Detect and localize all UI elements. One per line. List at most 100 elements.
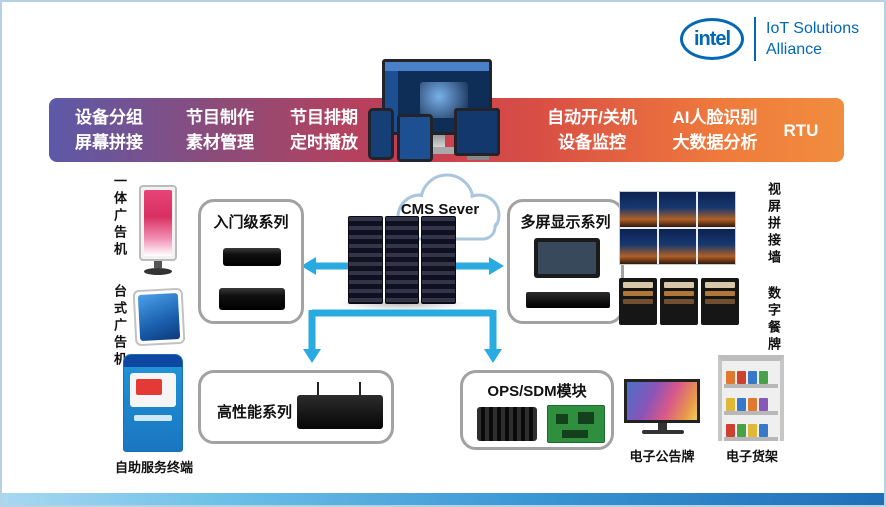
sdm-board-device (547, 405, 605, 443)
self-service-kiosk (123, 354, 183, 452)
product-icon (737, 371, 746, 384)
intel-logo-icon: intel (680, 18, 744, 60)
multi-screen-display-panel (538, 242, 596, 274)
shelf-row (724, 418, 778, 441)
cms-server-label: CMS Sever (400, 201, 480, 218)
alliance-text: IoT Solutions Alliance (766, 18, 859, 60)
self-service-label: 自助服务终端 (114, 460, 193, 475)
performance-title: 高性能系列 (217, 404, 293, 421)
chip-icon (578, 412, 594, 424)
desktop-ad-screen (137, 292, 181, 342)
phone-device (368, 108, 394, 160)
shelf-label: 电子货架 (725, 449, 778, 464)
banner-item-line1: RTU (783, 120, 819, 140)
menu-strip (623, 282, 653, 288)
video-wall-label: 视屏拼接墙 (766, 182, 781, 267)
video-wall-cell (620, 192, 657, 227)
server-tower (384, 216, 420, 304)
menu-strip (664, 299, 694, 304)
menu-panel (660, 278, 698, 325)
banner-item-line1: 自动开/关机 (547, 108, 637, 127)
multi-screen-title: 多屏显示系列 (520, 214, 611, 231)
product-icon (726, 397, 735, 411)
bulletin-label: 电子公告牌 (629, 449, 695, 464)
chip-icon (556, 414, 568, 424)
multi-screen-box: 多屏显示系列 (507, 199, 624, 324)
banner-item-line2: 屏幕拼接 (75, 133, 143, 152)
shelf-row (724, 365, 778, 388)
multi-screen-display (534, 238, 600, 278)
all-in-one-label: 一体广告机 (112, 174, 127, 259)
banner-item-line2: 大数据分析 (672, 133, 758, 152)
bulletin-board-stand (658, 423, 667, 430)
video-wall-cell (659, 192, 696, 227)
ops-sdm-title: OPS/SDM模块 (487, 383, 587, 400)
ops-module-device (477, 407, 537, 441)
antenna-icon (317, 382, 319, 395)
video-wall (619, 191, 736, 265)
menu-strip (705, 291, 735, 296)
alliance-line2: Alliance (766, 41, 823, 58)
cms-server-racks (348, 216, 457, 304)
all-in-one-kiosk-screen (144, 190, 172, 256)
all-in-one-kiosk-base (144, 268, 172, 275)
performance-box: 高性能系列 (198, 370, 394, 444)
banner-item-program-production: 节目制作 素材管理 (186, 98, 254, 162)
product-icon (759, 371, 768, 384)
banner-item-line1: 节目排期 (290, 108, 358, 127)
banner-item-line1: 设备分组 (75, 108, 143, 127)
banner-item-line1: 节目制作 (186, 108, 254, 127)
cms-monitor-base (406, 147, 466, 154)
secondary-monitor-base (467, 156, 489, 160)
product-icon (748, 424, 757, 437)
multi-screen-player (526, 292, 610, 308)
product-icon (737, 424, 746, 437)
banner-item-line2: 设备监控 (557, 133, 626, 152)
menu-strip (623, 299, 653, 304)
digital-menu-label: 数字餐牌 (766, 286, 781, 354)
entry-player-large (219, 288, 285, 310)
banner-item-auto-power: 自动开/关机 设备监控 (547, 98, 637, 162)
banner-item-device-grouping: 设备分组 屏幕拼接 (75, 98, 143, 162)
menu-strip (664, 291, 694, 296)
self-service-kiosk-screen (130, 373, 176, 407)
desktop-ad-label: 台式广告机 (112, 284, 127, 369)
intel-alliance-logo: intel IoT Solutions Alliance (680, 17, 859, 61)
logo-divider (754, 17, 756, 61)
video-wall-cell (659, 229, 696, 264)
entry-series-box: 入门级系列 (198, 199, 304, 324)
banner-item-scheduling: 节目排期 定时播放 (290, 98, 358, 162)
server-tower (421, 216, 457, 304)
banner-item-line1: AI人脸识别 (672, 108, 758, 127)
banner-item-ai-face: AI人脸识别 大数据分析 (673, 98, 758, 162)
self-service-kiosk-slot (134, 415, 172, 421)
entry-player-small (223, 248, 281, 266)
product-icon (726, 371, 735, 384)
desktop-ad-device (132, 287, 186, 347)
product-icon (759, 424, 768, 437)
tablet-device (397, 114, 433, 162)
menu-strip (664, 282, 694, 288)
ops-sdm-box: OPS/SDM模块 (460, 370, 614, 450)
bulletin-board-base (642, 430, 684, 434)
menu-panel (619, 278, 657, 325)
menu-strip (623, 291, 653, 296)
product-icon (726, 424, 735, 437)
video-wall-cell (620, 229, 657, 264)
digital-menu-boards (619, 278, 739, 325)
secondary-monitor (454, 108, 500, 156)
bulletin-board-screen (624, 379, 700, 423)
self-service-kiosk-sign (136, 379, 162, 395)
product-icon (759, 397, 768, 411)
menu-panel (701, 278, 739, 325)
video-wall-cell (698, 192, 735, 227)
product-icon (748, 397, 757, 411)
chip-icon (562, 430, 588, 438)
intel-logo-text: intel (693, 27, 731, 50)
entry-series-title: 入门级系列 (213, 214, 289, 231)
all-in-one-kiosk-stand (154, 261, 162, 268)
video-wall-cell (698, 229, 735, 264)
shelf-row (724, 392, 778, 415)
cms-monitor-topbar (385, 62, 489, 71)
